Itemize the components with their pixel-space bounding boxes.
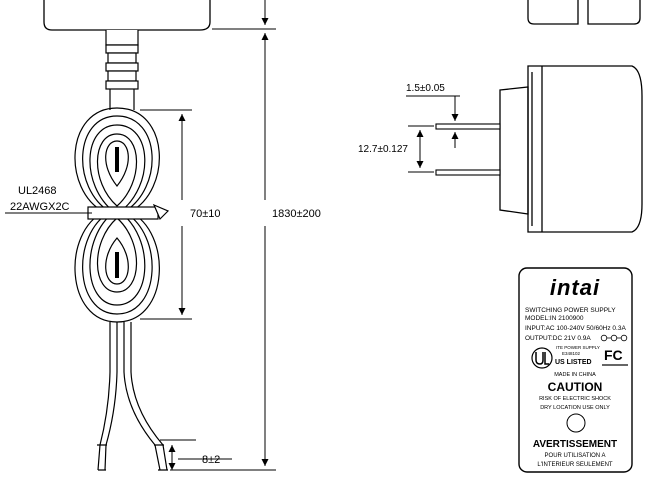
adapter-side-view (499, 65, 643, 233)
cable-gauge-label: 22AWGX2C (10, 201, 70, 213)
product-line: SWITCHING POWER SUPPLY (525, 307, 616, 314)
tip-length-dimension (160, 439, 232, 470)
caution-line-2: DRY LOCATION USE ONLY (540, 405, 610, 411)
pin-width-value: 1.5±0.05 (406, 83, 445, 94)
total-length-value: 1830±200 (272, 208, 321, 220)
output-line: OUTPUT:DC 21V 0.9A (525, 335, 591, 342)
polarity-icon (600, 334, 628, 342)
avertissement-title: AVERTISSEMENT (533, 439, 617, 450)
tip-length-value: 8±2 (202, 454, 220, 466)
brand-logo: intai (550, 275, 600, 300)
avertissement-line-2: L'INTERIEUR SEULEMENT (537, 462, 612, 468)
strain-relief (105, 30, 139, 110)
prong-pins (435, 123, 501, 176)
pin-width-dimension (406, 95, 460, 148)
fcc-mark: FC (604, 347, 623, 363)
total-length-dimension (170, 0, 276, 471)
caution-line-1: RISK OF ELECTRIC SHOCK (539, 396, 611, 402)
adapter-top-view (527, 0, 641, 25)
caution-title: CAUTION (548, 380, 603, 394)
indicator-circle (566, 413, 586, 433)
pin-spacing-dimension (408, 125, 434, 173)
ul-listed-text: US LISTED (555, 359, 592, 366)
avertissement-line-1: POUR UTILISATION A (545, 453, 606, 459)
fcc-fine-print (602, 364, 628, 366)
coil-height-value: 70±10 (190, 208, 221, 220)
ul-mark-icon (531, 347, 553, 369)
cable-tail (97, 322, 168, 471)
rating-label: intai SWITCHING POWER SUPPLY MODEL:IN 21… (518, 267, 633, 473)
ul-note-1: ITE POWER SUPPLY (556, 345, 600, 350)
ul-note-2: E348102 (562, 351, 581, 356)
adapter-body-bottom (43, 0, 211, 31)
pin-spacing-value: 12.7±0.127 (358, 144, 408, 155)
coil-height-dimension (140, 109, 192, 320)
cable-callout: UL2468 22AWGX2C (5, 185, 92, 214)
cable-tie (87, 203, 170, 221)
input-line: INPUT:AC 100-240V 50/60Hz 0.3A (525, 325, 626, 332)
coiled-cable (74, 107, 160, 323)
cable-type-label: UL2468 (18, 185, 57, 197)
model-line: MODEL:IN 2100900 (525, 315, 584, 322)
made-in-line: MADE IN CHINA (554, 372, 596, 378)
